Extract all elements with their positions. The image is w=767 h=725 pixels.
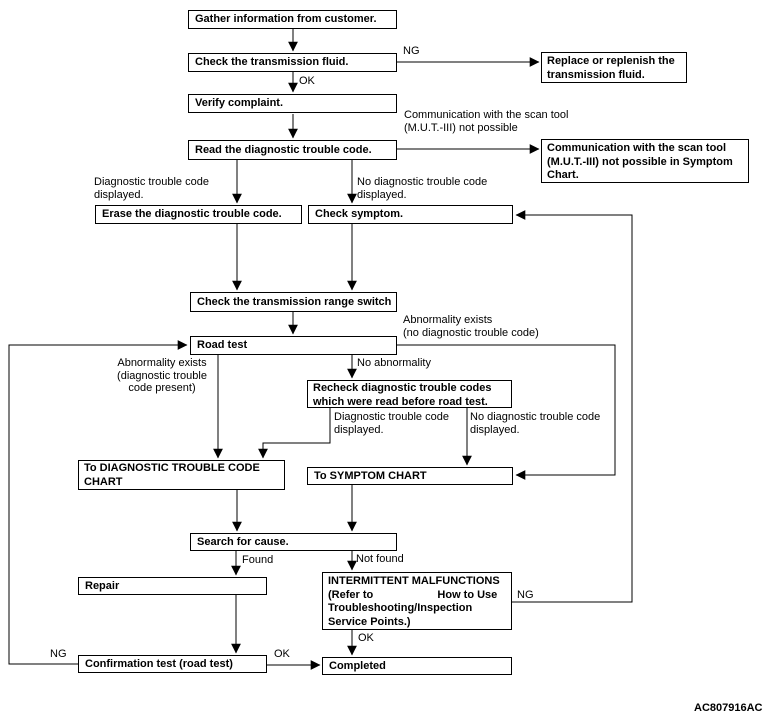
label-ng-left: NG <box>50 648 67 660</box>
label-ng-right: NG <box>517 589 534 601</box>
node-to-symptom-chart: To SYMPTOM CHART <box>307 467 513 485</box>
edge-confirmation-roadtest-ng-loop <box>8 340 188 665</box>
node-search-for-cause: Search for cause. <box>190 533 397 551</box>
label-dtc-displayed-mid: Diagnostic trouble code displayed. <box>334 411 449 436</box>
label-no-abnormality: No abnormality <box>357 357 431 369</box>
label-abnormality-dtc-present: Abnormality exists (diagnostic trouble c… <box>117 357 207 394</box>
label-found: Found <box>242 554 274 566</box>
node-completed: Completed <box>322 657 512 675</box>
node-confirmation-test: Confirmation test (road test) <box>78 655 267 673</box>
label-no-dtc-displayed-mid: No diagnostic trouble code displayed. <box>470 411 601 436</box>
node-check-range-switch: Check the transmission range switch <box>190 292 397 312</box>
node-check-transmission-fluid: Check the transmission fluid. <box>188 53 397 72</box>
node-to-dtc-chart: To DIAGNOSTIC TROUBLE CODE CHART <box>78 460 285 490</box>
node-erase-dtc: Erase the diagnostic trouble code. <box>95 205 302 224</box>
node-repair: Repair <box>78 577 267 595</box>
node-gather-information: Gather information from customer. <box>188 10 397 29</box>
node-verify-complaint: Verify complaint. <box>188 94 397 113</box>
label-communication-not-possible: Communication with the scan tool (M.U.T.… <box>404 109 569 134</box>
node-read-dtc: Read the diagnostic trouble code. <box>188 140 397 160</box>
node-check-symptom: Check symptom. <box>308 205 513 224</box>
edge-intermittent-checksymptom-ng-loop <box>512 210 633 603</box>
label-ok-top: OK <box>299 75 315 87</box>
label-ok-bottom: OK <box>274 648 290 660</box>
label-ok-mid: OK <box>358 632 374 644</box>
edge-recheck-todtc <box>258 408 331 459</box>
diagram-code: AC807916AC <box>694 702 763 714</box>
node-intermittent-malfunctions: INTERMITTENT MALFUNCTIONS (Refer to How … <box>322 572 512 630</box>
label-dtc-displayed-left: Diagnostic trouble code displayed. <box>94 176 209 201</box>
node-communication-not-possible: Communication with the scan tool (M.U.T.… <box>541 139 749 183</box>
node-recheck-dtc: Recheck diagnostic trouble codes which w… <box>307 380 512 408</box>
node-replace-fluid: Replace or replenish the transmission fl… <box>541 52 687 83</box>
label-ng-top: NG <box>403 45 420 57</box>
label-not-found: Not found <box>356 553 404 565</box>
node-road-test: Road test <box>190 336 397 355</box>
label-abnormality-no-dtc: Abnormality exists (no diagnostic troubl… <box>403 314 539 339</box>
edge-roadtest-tosymptom <box>397 344 616 480</box>
label-no-dtc-displayed-right: No diagnostic trouble code displayed. <box>357 176 488 201</box>
